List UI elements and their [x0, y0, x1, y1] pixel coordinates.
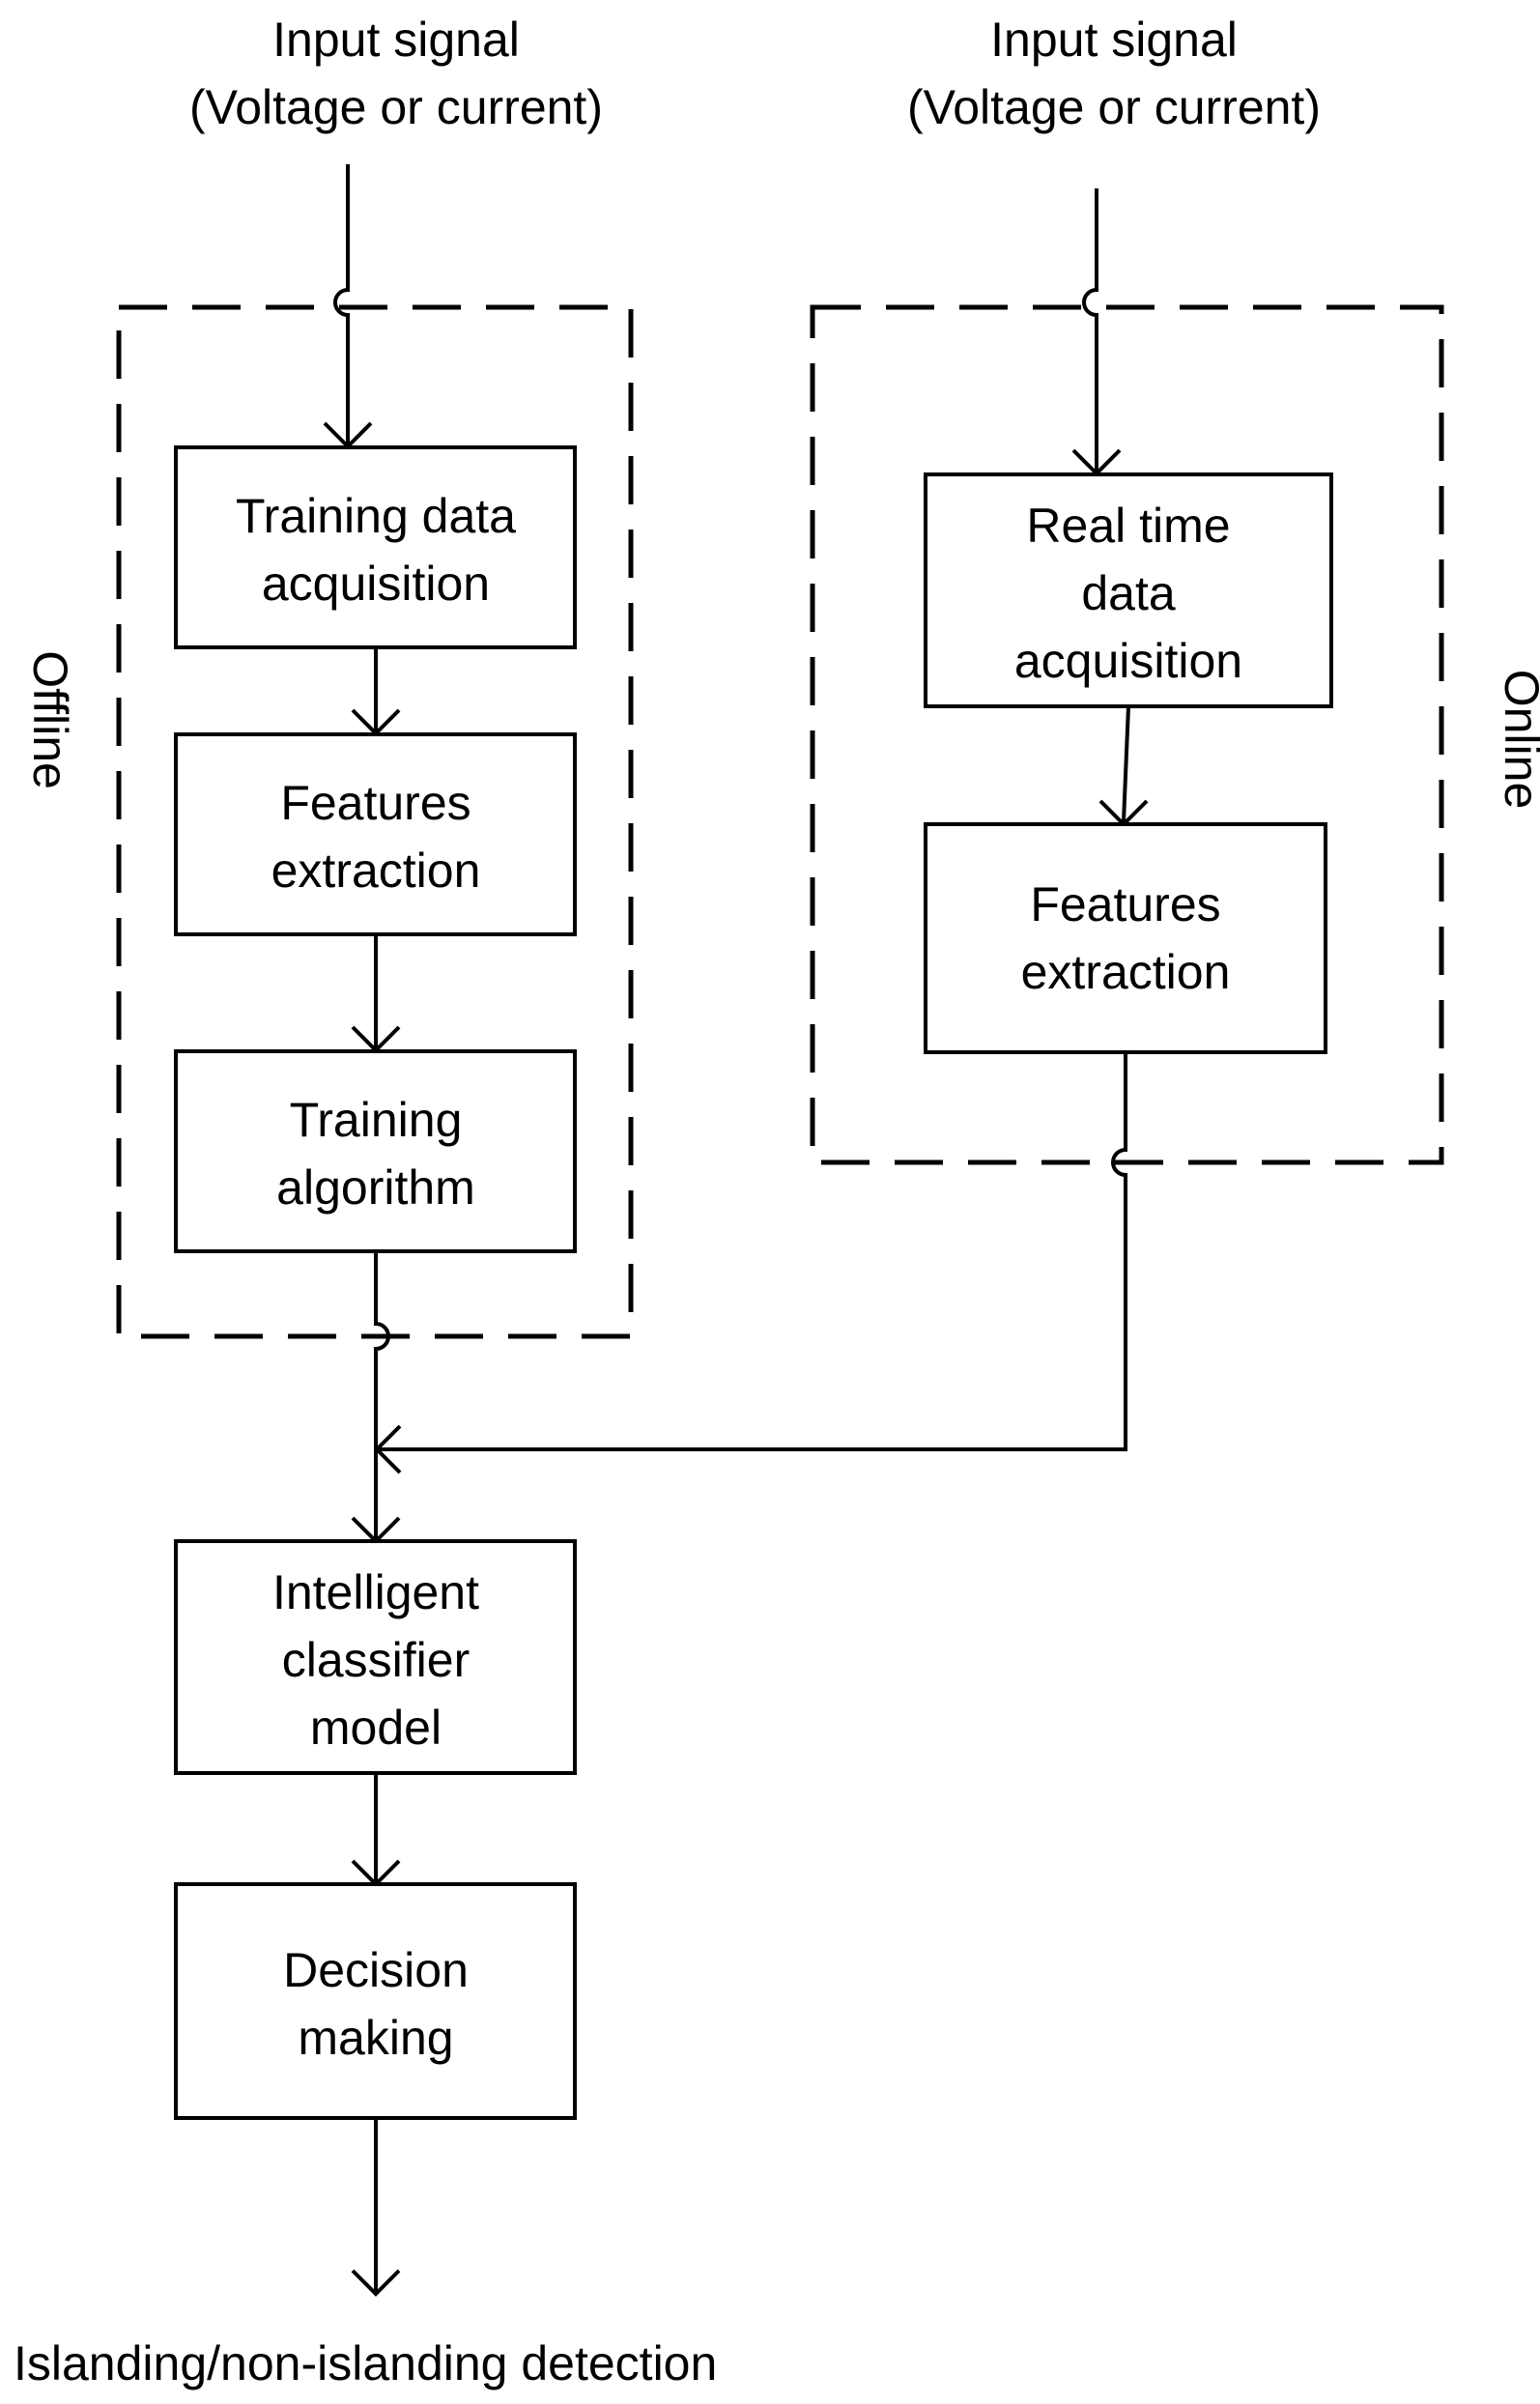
intelligent-classifier-model-label-line1: Intelligent: [272, 1565, 479, 1619]
decision-making-box: [174, 1882, 577, 2120]
online-features-extraction-label-line1: Features: [1030, 877, 1220, 931]
online-features-extraction-box: [924, 822, 1327, 1054]
real-time-data-acquisition-label-line2: data: [1081, 566, 1176, 620]
training-algorithm-label-line2: algorithm: [276, 1160, 475, 1215]
output-label: Islanding/non-islanding detection: [14, 2336, 717, 2390]
online-input-connector: [1082, 188, 1098, 472]
real-time-data-acquisition-label-line1: Real time: [1026, 499, 1230, 553]
offline-features-extraction-box: [174, 732, 577, 936]
connector-training-algorithm-to-classifier: [374, 1251, 390, 1539]
intelligent-classifier-model-label-line3: model: [310, 1701, 442, 1755]
training-data-acquisition-label-line1: Training data: [236, 489, 516, 543]
online-input-label-line2: (Voltage or current): [907, 80, 1321, 134]
offline-features-extraction-label-line2: extraction: [271, 844, 481, 898]
online-input-label-line1: Input signal: [990, 13, 1238, 67]
decision-making-label-line2: making: [298, 2011, 453, 2065]
offline-input-connector: [333, 164, 350, 444]
training-algorithm-label-line1: Training: [290, 1093, 463, 1147]
training-data-acquisition-label-line2: acquisition: [262, 557, 490, 611]
offline-group-label: Offline: [23, 650, 77, 789]
training-algorithm-box: [174, 1049, 577, 1253]
online-group-label: Online: [1495, 670, 1540, 810]
online-group-border: [810, 304, 1444, 1165]
offline-input-label-line2: (Voltage or current): [189, 80, 603, 134]
connector-realtime-to-features: [1122, 705, 1130, 822]
intelligent-classifier-model-box: [174, 1539, 577, 1775]
arrowhead-merge: [374, 1424, 402, 1474]
offline-features-extraction-label-line1: Features: [280, 776, 471, 830]
connector-online-features-to-classifier: [379, 1052, 1127, 1451]
offline-group-border: [116, 304, 634, 1339]
arrowhead-output: [351, 2269, 401, 2297]
online-features-extraction-label-line2: extraction: [1021, 945, 1231, 999]
decision-making-label-line1: Decision: [283, 1943, 469, 1997]
training-data-acquisition-box: [174, 445, 577, 649]
real-time-data-acquisition-label-line3: acquisition: [1014, 634, 1242, 688]
offline-input-label-line1: Input signal: [272, 13, 520, 67]
intelligent-classifier-model-label-line2: classifier: [282, 1633, 470, 1687]
